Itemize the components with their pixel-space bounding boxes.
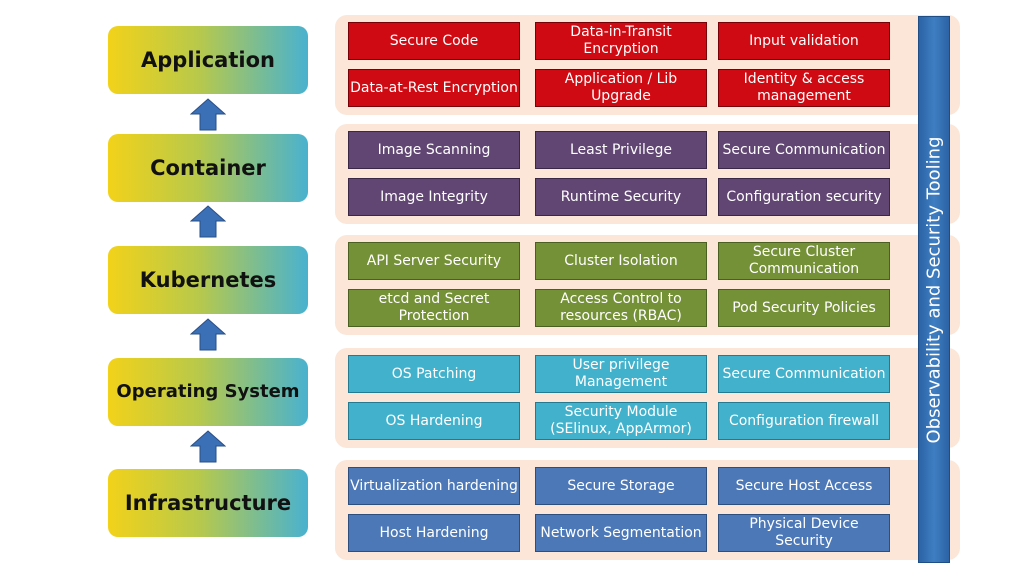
control-box: Secure Communication	[718, 355, 890, 393]
control-box: OS Hardening	[348, 402, 520, 440]
control-box: Secure Storage	[535, 467, 707, 505]
control-box: Runtime Security	[535, 178, 707, 216]
control-box: Data-in-Transit Encryption	[535, 22, 707, 60]
layer-label-operating-system: Operating System	[108, 358, 308, 426]
up-arrow-icon	[190, 318, 226, 351]
control-box: Input validation	[718, 22, 890, 60]
control-box: Data-at-Rest Encryption	[348, 69, 520, 107]
control-box: Security Module (SElinux, AppArmor)	[535, 402, 707, 440]
layer-label-container: Container	[108, 134, 308, 202]
control-box: etcd and Secret Protection	[348, 289, 520, 327]
control-box: Application / Lib Upgrade	[535, 69, 707, 107]
control-box: User privilege Management	[535, 355, 707, 393]
control-box: Access Control to resources (RBAC)	[535, 289, 707, 327]
control-box: API Server Security	[348, 242, 520, 280]
layer-label-kubernetes: Kubernetes	[108, 246, 308, 314]
control-box: Secure Code	[348, 22, 520, 60]
control-box: Configuration firewall	[718, 402, 890, 440]
up-arrow-icon	[190, 98, 226, 131]
control-box: Secure Host Access	[718, 467, 890, 505]
control-box: Identity & access management	[718, 69, 890, 107]
control-box: Secure Cluster Communication	[718, 242, 890, 280]
up-arrow-icon	[190, 205, 226, 238]
control-box: OS Patching	[348, 355, 520, 393]
control-box: Virtualization hardening	[348, 467, 520, 505]
control-box: Physical Device Security	[718, 514, 890, 552]
control-box: Pod Security Policies	[718, 289, 890, 327]
control-box: Secure Communication	[718, 131, 890, 169]
sidebar-label: Observability and Security Tooling	[923, 136, 945, 444]
control-box: Configuration security	[718, 178, 890, 216]
layer-label-application: Application	[108, 26, 308, 94]
observability-sidebar: Observability and Security Tooling	[918, 16, 950, 563]
control-box: Network Segmentation	[535, 514, 707, 552]
control-box: Host Hardening	[348, 514, 520, 552]
layer-label-infrastructure: Infrastructure	[108, 469, 308, 537]
up-arrow-icon	[190, 430, 226, 463]
control-box: Least Privilege	[535, 131, 707, 169]
control-box: Image Integrity	[348, 178, 520, 216]
control-box: Image Scanning	[348, 131, 520, 169]
control-box: Cluster Isolation	[535, 242, 707, 280]
